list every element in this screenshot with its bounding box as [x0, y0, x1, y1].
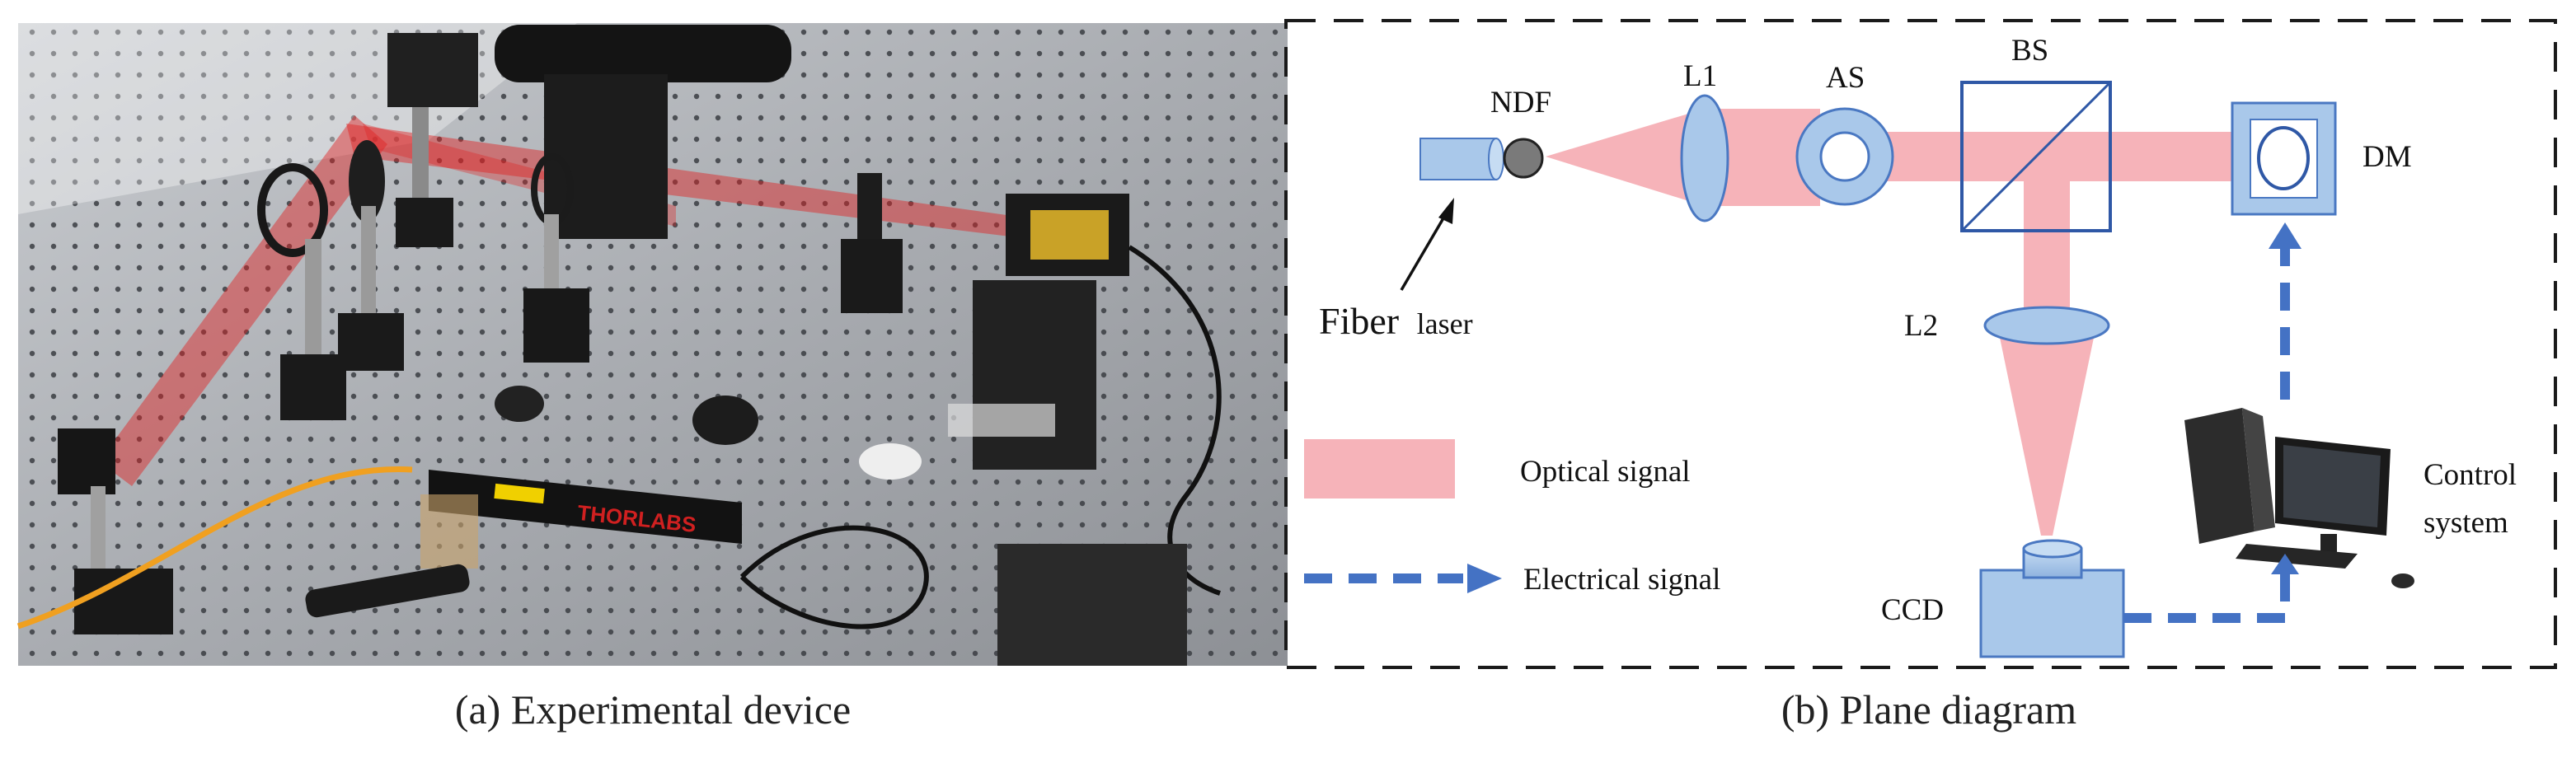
- hand-tool: [305, 564, 470, 618]
- experimental-device-photo: THORLABS: [16, 23, 1288, 666]
- optical-mount: [58, 428, 173, 634]
- ccd-camera: [1979, 539, 2125, 658]
- plane-diagram: NDF L1 AS BS DM L2 CCD Fiber laser Contr…: [1284, 19, 2557, 669]
- ndf-filter: [1503, 138, 1544, 179]
- optical-mount: [338, 140, 404, 371]
- label-fiber-main: Fiber: [1319, 300, 1399, 342]
- electrical-signal-path: [2123, 573, 2290, 623]
- label-dm: DM: [2363, 140, 2412, 174]
- lens-cap: [495, 386, 544, 422]
- label-as: AS: [1826, 61, 1865, 95]
- legend-electrical-label: Electrical signal: [1523, 563, 1720, 597]
- label-fiber-sub: laser: [1417, 307, 1473, 340]
- label-bs: BS: [2011, 34, 2048, 68]
- legend-electrical-arrowhead: [1467, 564, 1502, 593]
- electrical-signal-arrowhead: [2269, 222, 2302, 249]
- legend-optical-label: Optical signal: [1520, 455, 1691, 489]
- legend-optical-swatch: [1304, 439, 1455, 499]
- optical-beam: [2024, 181, 2070, 317]
- lens-cap: [859, 443, 922, 480]
- lens-l1: [1680, 94, 1729, 222]
- fiber-laser: [1419, 138, 1504, 180]
- computer-icon: [2184, 408, 2414, 588]
- lens-l2: [1983, 306, 2110, 345]
- label-l1: L1: [1683, 59, 1717, 93]
- label-system: system: [2424, 506, 2508, 540]
- power-supply: [997, 544, 1187, 666]
- caption-a: (a) Experimental device: [454, 686, 852, 733]
- cable: [739, 525, 929, 630]
- optical-mount: [841, 173, 903, 313]
- optical-beam: [1546, 109, 1705, 206]
- optical-mount: [257, 163, 346, 420]
- aperture-as: [1795, 107, 1894, 206]
- lens-cap: [692, 396, 758, 445]
- ccd-camera-photo: [948, 194, 1129, 470]
- label-ccd: CCD: [1881, 593, 1944, 627]
- label-fiber: Fiber laser: [1319, 300, 1473, 342]
- diagram-frame: [1284, 19, 2557, 669]
- label-control: Control: [2424, 458, 2517, 492]
- caption-b: (b) Plane diagram: [1781, 686, 2077, 733]
- laser-beam: [99, 115, 387, 486]
- optical-mount: [523, 153, 589, 363]
- optical-beam: [1999, 334, 2095, 536]
- fiber-pointer-arrow: [1400, 212, 1448, 291]
- label-ndf: NDF: [1490, 86, 1551, 119]
- cable: [16, 466, 413, 630]
- fiber-pointer-arrowhead: [1438, 198, 1454, 224]
- beam-splitter-bs: [1960, 81, 2112, 232]
- telescope: [495, 25, 791, 82]
- optical-mount: [387, 33, 478, 247]
- electrical-signal-arrowhead: [2271, 554, 2299, 574]
- label-l2: L2: [1904, 309, 1938, 343]
- deformable-mirror-dm: [2231, 101, 2337, 216]
